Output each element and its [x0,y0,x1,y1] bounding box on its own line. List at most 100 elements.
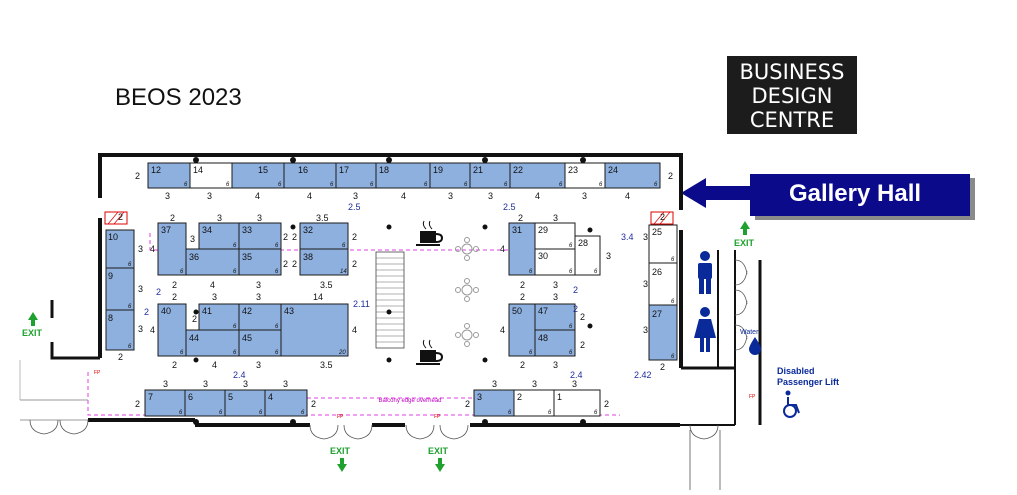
svg-text:3: 3 [256,292,261,302]
svg-text:3: 3 [165,191,170,201]
stand-37[interactable] [157,222,187,276]
stand-17[interactable] [335,162,377,189]
svg-text:2: 2 [283,232,288,242]
svg-text:2: 2 [170,213,175,223]
stand-block-d: 40 41 42 43 44 45 [157,303,349,357]
stand-3[interactable] [473,389,515,417]
stand-19[interactable] [429,162,471,189]
stand-number: 9 [108,271,113,281]
stand-number: 48 [538,333,548,343]
stand-18[interactable] [375,162,431,189]
svg-text:3: 3 [643,325,648,335]
stand-16[interactable] [283,162,337,189]
water-drop-icon [749,337,761,355]
stand-38[interactable] [299,248,349,276]
stand-number: 5 [228,392,233,402]
svg-text:6: 6 [504,182,508,188]
stand-block-e: 50 47 48 [508,303,576,357]
svg-text:6: 6 [278,182,282,188]
stand-number: 26 [652,267,662,277]
direction-arrow-icon [681,178,752,208]
stand-2[interactable] [513,389,555,417]
svg-text:2.5: 2.5 [503,202,516,212]
svg-text:6: 6 [370,182,374,188]
svg-text:6: 6 [594,410,598,416]
stand-23[interactable] [564,162,606,189]
svg-text:14: 14 [340,269,347,275]
svg-text:6: 6 [275,243,279,249]
stand-14[interactable] [189,162,233,189]
stand-31[interactable] [508,222,536,276]
stand-number: 21 [473,165,483,175]
svg-text:6: 6 [424,182,428,188]
pillar-dots [193,157,593,425]
stand-7[interactable] [144,389,186,417]
stand-9[interactable] [105,267,135,311]
staircase [375,251,405,349]
stand-10[interactable] [105,229,135,269]
stand-44[interactable] [185,329,240,357]
svg-text:EXIT: EXIT [22,328,43,338]
stand-45[interactable] [238,329,282,357]
svg-text:6: 6 [569,350,573,356]
stand-40[interactable] [157,303,187,357]
svg-text:6: 6 [275,324,279,330]
stand-35[interactable] [238,248,282,276]
svg-text:6: 6 [301,410,305,416]
svg-text:6: 6 [548,410,552,416]
stand-15[interactable] [231,162,285,189]
svg-text:6: 6 [569,243,573,249]
stand-number: 28 [578,238,588,248]
stand-24[interactable] [604,162,661,189]
logo-line: DESIGN [752,84,833,108]
svg-text:3: 3 [488,191,493,201]
stand-6[interactable] [184,389,226,417]
svg-text:4: 4 [401,191,406,201]
stand-number: 38 [303,252,313,262]
stand-number: 35 [242,252,252,262]
stand-21[interactable] [469,162,511,189]
stand-26[interactable] [648,262,678,306]
stand-25[interactable] [648,224,678,264]
svg-text:6: 6 [599,182,603,188]
svg-text:3: 3 [256,280,261,290]
stand-28[interactable] [574,235,601,276]
svg-text:EXIT: EXIT [428,446,449,456]
page-title: BEOS 2023 [115,84,242,111]
stand-column-right: 25 26 27 [648,224,678,361]
stand-block-c: 31 29 28 30 [508,222,601,276]
svg-text:2: 2 [144,307,149,317]
svg-text:2: 2 [172,292,177,302]
stand-48[interactable] [534,329,576,357]
stand-27[interactable] [648,304,678,361]
stand-number: 50 [512,306,522,316]
svg-text:6: 6 [464,182,468,188]
stand-1[interactable] [553,389,601,417]
svg-text:6: 6 [128,344,132,350]
stand-4[interactable] [264,389,308,417]
svg-text:3.5: 3.5 [320,360,333,370]
svg-text:3: 3 [553,280,558,290]
svg-text:EXIT: EXIT [330,446,351,456]
stand-50[interactable] [508,303,536,357]
stand-47[interactable] [534,303,576,331]
svg-text:3: 3 [212,292,217,302]
svg-text:6: 6 [275,350,279,356]
svg-text:3: 3 [283,379,288,389]
stand-8[interactable] [105,309,135,351]
stand-32[interactable] [299,222,349,250]
stand-12[interactable] [147,162,191,189]
stand-number: 40 [161,306,171,316]
stand-5[interactable] [224,389,266,417]
stand-30[interactable] [534,248,576,276]
svg-text:6: 6 [275,269,279,275]
svg-text:FP: FP [94,370,101,376]
stand-22[interactable] [509,162,566,189]
stand-36[interactable] [185,248,240,276]
logo-line: BUSINESS [740,60,845,84]
svg-text:6: 6 [179,410,183,416]
svg-text:6: 6 [569,324,573,330]
svg-text:6: 6 [671,257,675,263]
svg-text:2: 2 [352,232,357,242]
svg-text:6: 6 [128,304,132,310]
